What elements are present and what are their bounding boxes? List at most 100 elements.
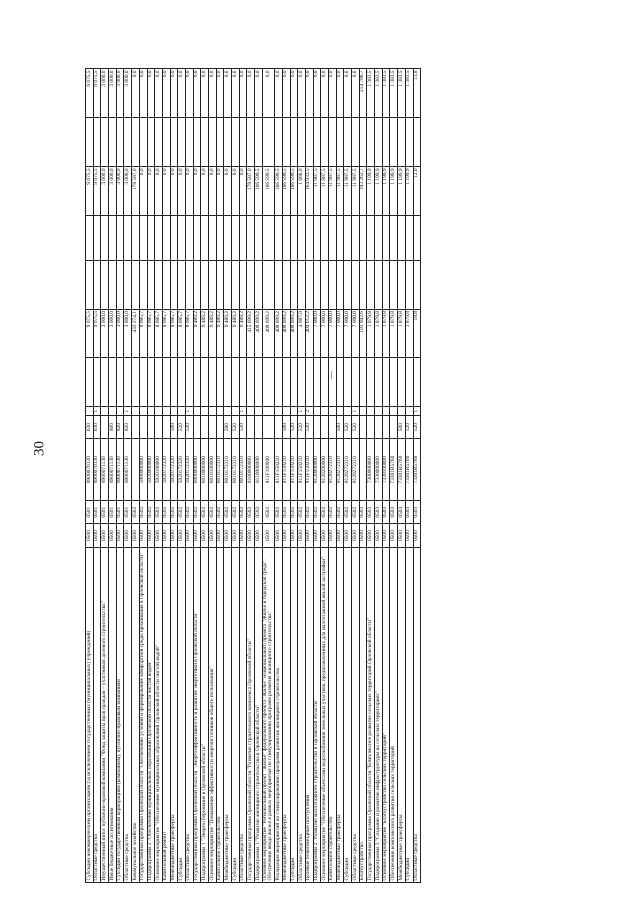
row-value-6 [313,117,321,167]
row-source-code [85,406,94,416]
row-value-3 [177,260,186,310]
row-expense-type [139,415,147,439]
row-value-6 [413,117,421,167]
row-subsection: 0503 [397,500,406,524]
page-number: 30 [31,441,48,456]
row-expense-type: 500 [170,415,178,439]
row-value-1 [389,357,398,407]
row-name: Областные средства [185,547,194,883]
row-value-3 [413,260,421,310]
row-value-3 [366,260,375,310]
row-value-5: 9 075,5 [93,166,101,216]
row-value-2: 408 699,2 [274,309,283,358]
row-value-2: 3 000,0 [123,309,132,358]
row-value-4 [131,215,140,261]
row-name: Подпрограмма 2 "Обеспечение муниципальны… [147,547,155,883]
row-subsection: 0502 [223,500,232,524]
row-section: 0500 [123,523,132,548]
row-value-4 [85,215,94,261]
row-expense-type: 500 [223,415,232,439]
row-article: 811F150210 [290,438,298,501]
row-article: 6010172310 [239,438,247,501]
row-expense-type [274,415,283,439]
row-value-4 [100,215,109,261]
row-value-7: 1 383,5 [397,68,406,118]
row-source-code [170,406,178,416]
row-value-4 [374,215,383,261]
row-value-3 [328,260,337,310]
row-value-3 [343,260,352,310]
row-source-code [208,406,217,416]
row-value-5: 1 199,9 [389,166,398,216]
row-value-4 [290,215,298,261]
row-value-5: 0,0 [216,166,224,216]
row-value-5: 1 199,9 [366,166,375,216]
table-row: Основное мероприятие "Региональный проек… [262,68,275,883]
row-section: 0500 [85,523,94,548]
row-source-code: 1 [297,406,306,416]
row-article: 73301R5760 [413,438,421,501]
row-value-3 [351,260,360,310]
row-value-4 [297,215,306,261]
row-source-code [328,406,337,416]
table-row: Основное мероприятие "Повышение эффектив… [208,68,217,883]
row-subsection: 0503 [359,500,367,524]
row-value-7: 214 786,7 [359,68,367,118]
row-value-5: 3 000,0 [123,166,132,216]
row-article: 7330100000 [382,438,390,501]
row-value-5: 1 199,9 [405,166,414,216]
row-value-6 [147,117,155,167]
row-value-4 [282,215,291,261]
row-subsection: 0502 [328,500,337,524]
row-value-6 [374,117,383,167]
row-subsection: 0502 [320,500,329,524]
row-name: Субсидии [290,547,298,883]
row-value-4 [193,215,201,261]
row-value-4 [320,215,329,261]
row-value-4 [359,215,367,261]
row-value-4 [147,215,155,261]
row-value-6 [231,117,240,167]
row-subsection: 0502 [239,500,247,524]
row-value-1 [223,357,232,407]
row-article: 73301R5760 [397,438,406,501]
row-name: Межбюджетные трансферты [282,547,291,883]
row-name: Областные средства [297,547,306,883]
row-name: Областные средства [123,547,132,883]
row-value-1 [216,357,224,407]
row-value-6 [116,117,124,167]
row-name: Межбюджетные трансферты [397,547,406,883]
row-value-2: 408 699,2 [254,309,263,358]
row-value-7: 1 383,5 [405,68,414,118]
row-value-1 [366,357,375,407]
row-value-1 [374,357,383,407]
row-value-1 [193,357,201,407]
row-article: 811F150210 [305,438,314,501]
row-value-7: 0,0 [282,68,291,118]
row-expense-type: 520 [177,415,186,439]
row-value-2: 1 879,8 [405,309,414,358]
table-row: Основное мероприятие "Благоустройство се… [382,68,390,883]
row-value-7: 0,0 [239,68,247,118]
row-expense-type [154,415,163,439]
row-value-7: 0,0 [131,68,140,118]
row-section: 0500 [246,523,255,548]
row-value-6 [359,117,367,167]
row-value-5: 3 000,0 [116,166,124,216]
row-value-2: 7 000,0 [351,309,360,358]
row-section: 0500 [170,523,178,548]
row-source-code [223,406,232,416]
row-value-3 [246,260,255,310]
row-source-code [343,406,352,416]
row-value-2: 7 000,0 [343,309,352,358]
row-value-5: 0,0 [208,166,217,216]
table-row: Подпрограмма 1 "Энергосбережение в Орлов… [200,68,209,883]
row-value-4 [382,215,390,261]
row-source-code [231,406,240,416]
